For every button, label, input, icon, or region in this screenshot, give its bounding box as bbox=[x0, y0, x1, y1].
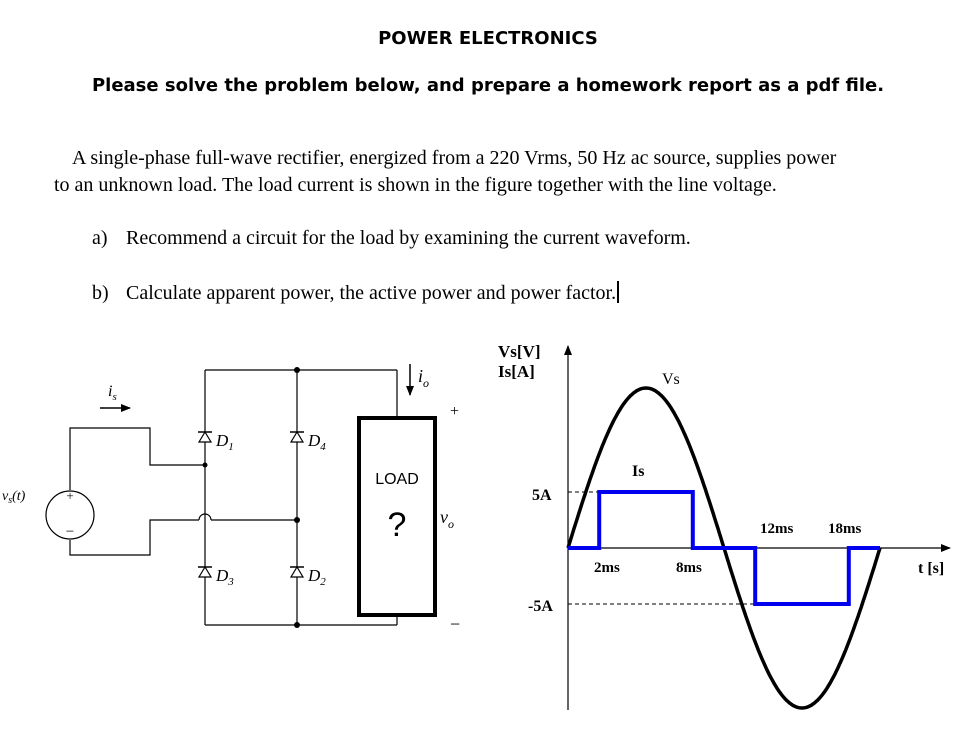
diode-d1: D1 bbox=[197, 430, 234, 453]
source-bottom-wire bbox=[69, 519, 199, 556]
output-plus: + bbox=[450, 403, 459, 420]
text-cursor bbox=[617, 281, 619, 303]
question-a: a) Recommend a circuit for the load by ex… bbox=[92, 227, 691, 250]
y-axis-label-current: Is[A] bbox=[498, 362, 535, 381]
series-vs-label: Vs bbox=[662, 371, 680, 388]
annotation-12ms: 12ms bbox=[760, 521, 793, 537]
load-unknown-mark: ? bbox=[388, 506, 407, 544]
load-label: LOAD bbox=[375, 471, 419, 488]
waveform-chart: Vs[V] Is[A] t [s] 5A -5A Vs Is 2ms 8ms 1… bbox=[498, 342, 951, 710]
rectifier-circuit: + − vs(t) is D1 D4 D3 bbox=[2, 364, 460, 634]
series-is-label: Is bbox=[632, 463, 644, 480]
x-axis-label: t [s] bbox=[918, 560, 944, 577]
wire-crossover bbox=[198, 513, 212, 521]
question-b: b) Calculate apparent power, the active p… bbox=[92, 281, 619, 305]
input-current-label: is bbox=[108, 383, 117, 403]
question-b-text: Calculate apparent power, the active pow… bbox=[126, 282, 617, 304]
output-voltage-label: vo bbox=[440, 507, 454, 531]
instruction-text: Please solve the problem below, and prep… bbox=[91, 75, 885, 96]
question-a-text: Recommend a circuit for the load by exam… bbox=[126, 227, 691, 249]
load-box bbox=[357, 416, 437, 617]
diode-d2-label: D2 bbox=[307, 566, 326, 588]
diode-d3-label: D3 bbox=[215, 566, 234, 588]
y-axis-label-voltage: Vs[V] bbox=[498, 342, 541, 361]
diode-d2: D2 bbox=[289, 565, 326, 588]
question-a-letter: a) bbox=[92, 227, 108, 249]
problem-statement-line-1: A single-phase full-wave rectifier, ener… bbox=[72, 147, 837, 169]
junction-dot bbox=[294, 367, 300, 373]
series-is-line bbox=[568, 490, 880, 606]
question-b-letter: b) bbox=[92, 282, 109, 304]
source-label: vs(t) bbox=[2, 489, 26, 506]
diode-d1-label: D1 bbox=[215, 431, 234, 453]
annotation-2ms: 2ms bbox=[594, 560, 620, 576]
problem-statement-line-2: to an unknown load. The load current is … bbox=[54, 174, 777, 196]
document-title: POWER ELECTRONICS bbox=[378, 28, 598, 49]
source-top-wire bbox=[69, 427, 205, 490]
source-plus: + bbox=[66, 488, 73, 503]
ac-source-symbol bbox=[45, 490, 95, 540]
source-minus: − bbox=[66, 524, 74, 540]
y-tick-5a: 5A bbox=[532, 487, 552, 504]
diode-d3: D3 bbox=[197, 565, 234, 588]
diode-d4: D4 bbox=[289, 430, 326, 453]
output-minus: − bbox=[450, 614, 460, 634]
diode-d4-label: D4 bbox=[307, 431, 326, 453]
output-current-label: io bbox=[418, 366, 429, 390]
annotation-8ms: 8ms bbox=[676, 560, 702, 576]
junction-dot bbox=[294, 622, 300, 628]
y-tick-neg-5a: -5A bbox=[528, 598, 553, 615]
annotation-18ms: 18ms bbox=[828, 521, 861, 537]
